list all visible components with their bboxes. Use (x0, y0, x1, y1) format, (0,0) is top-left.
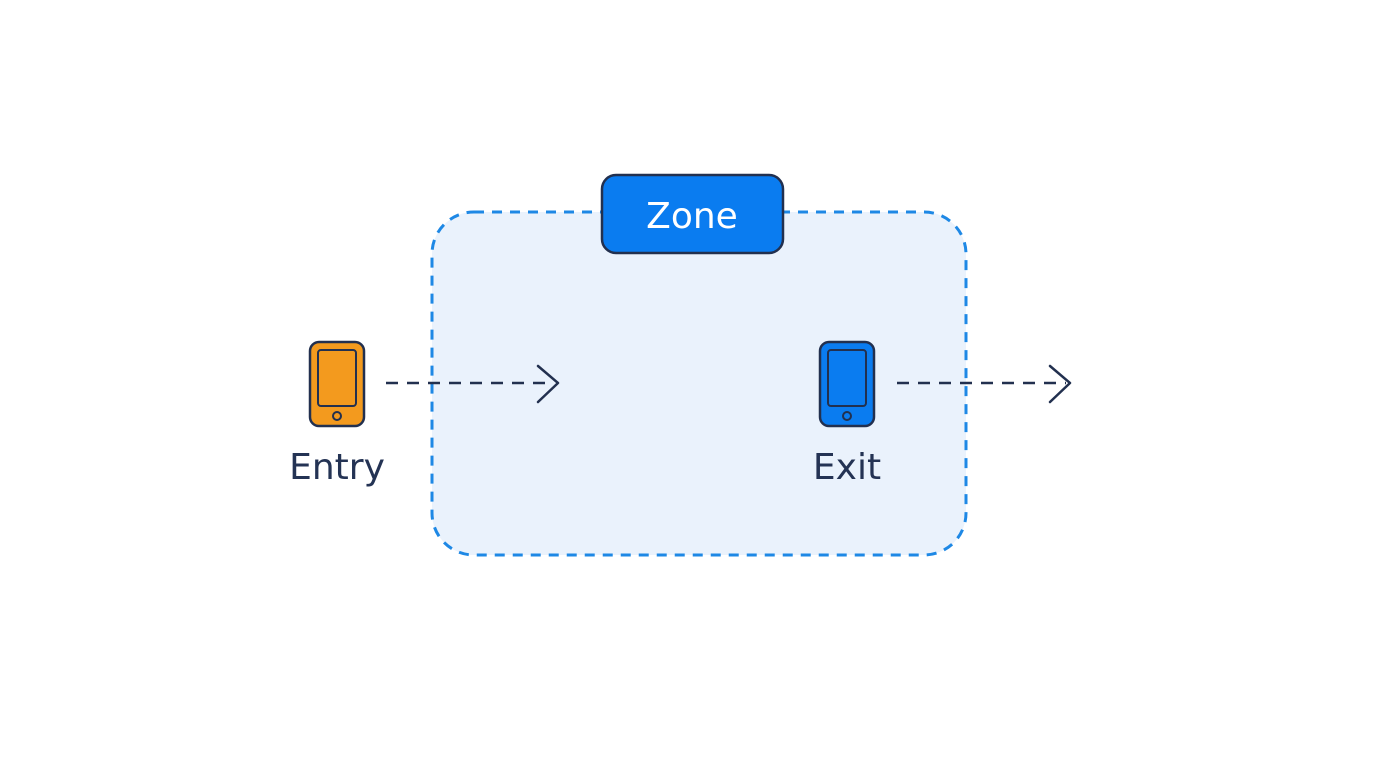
exit-label: Exit (813, 447, 881, 488)
exit-arrow (897, 364, 1072, 404)
zone-badge: Zone (600, 173, 785, 255)
entry-phone-icon (308, 340, 366, 428)
exit-phone-icon (818, 340, 876, 428)
zone-label: Zone (646, 196, 738, 237)
entry-label: Entry (289, 447, 385, 488)
entry-arrow (386, 364, 560, 404)
